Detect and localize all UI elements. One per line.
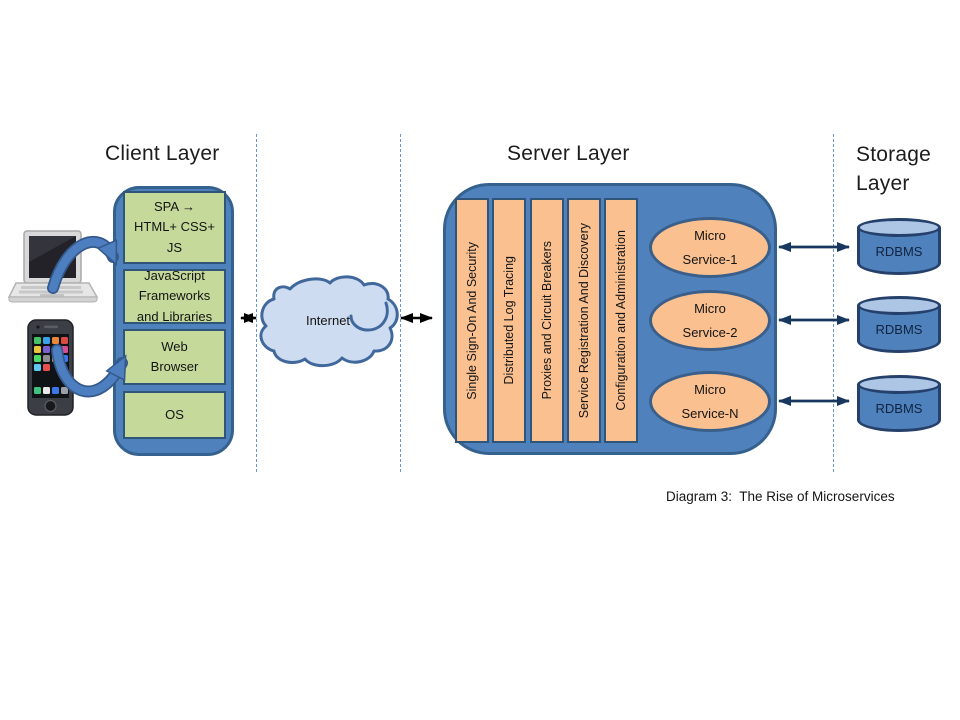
client-layer-heading: Client Layer <box>105 142 220 165</box>
layer-divider-line <box>256 134 257 472</box>
layer-divider-line <box>833 134 834 472</box>
database-cylinder-icon: RDBMS <box>857 375 941 432</box>
storage-layer-heading: Storage Layer <box>856 143 931 195</box>
database-cylinder-icon: RDBMS <box>857 296 941 353</box>
rdbms-label: RDBMS <box>875 401 923 416</box>
rdbms-label: RDBMS <box>875 322 923 337</box>
client-stack-item-frameworks: JavaScript Frameworks and Libraries <box>123 268 226 324</box>
client-stack-item-browser: Web Browser <box>123 329 226 385</box>
server-capability-bar-service-registration: Service Registration And Discovery <box>567 198 601 443</box>
client-stack-item-os: OS <box>123 391 226 439</box>
cylinder-top <box>857 375 941 394</box>
server-capability-bar-circuit-breakers: Proxies and Circuit Breakers <box>530 198 564 443</box>
server-layer-heading: Server Layer <box>507 142 630 165</box>
server-capability-bar-log-tracing: Distributed Log Tracing <box>492 198 526 443</box>
layer-divider-line <box>400 134 401 472</box>
rdbms-label: RDBMS <box>875 244 923 259</box>
client-stack-item-spa: SPA → HTML+ CSS+ JS <box>123 191 226 264</box>
curved-connector-arrow-outline <box>47 235 119 294</box>
microservice-ellipse-n: Micro Service-N <box>649 371 771 432</box>
smartphone-icon <box>27 319 74 416</box>
diagram-caption: Diagram 3: The Rise of Microservices <box>666 489 895 504</box>
cylinder-top <box>857 218 941 237</box>
laptop-to-client-arrow <box>48 237 118 293</box>
microservice-ellipse-1: Micro Service-1 <box>649 217 771 278</box>
server-capability-bar-sso: Single Sign-On And Security <box>455 198 489 443</box>
database-cylinder-icon: RDBMS <box>857 218 941 275</box>
internet-label: Internet <box>305 313 351 328</box>
cylinder-top <box>857 296 941 315</box>
laptop-icon <box>7 230 99 303</box>
server-capability-bar-configuration: Configuration and Administration <box>604 198 638 443</box>
microservice-ellipse-2: Micro Service-2 <box>649 290 771 351</box>
